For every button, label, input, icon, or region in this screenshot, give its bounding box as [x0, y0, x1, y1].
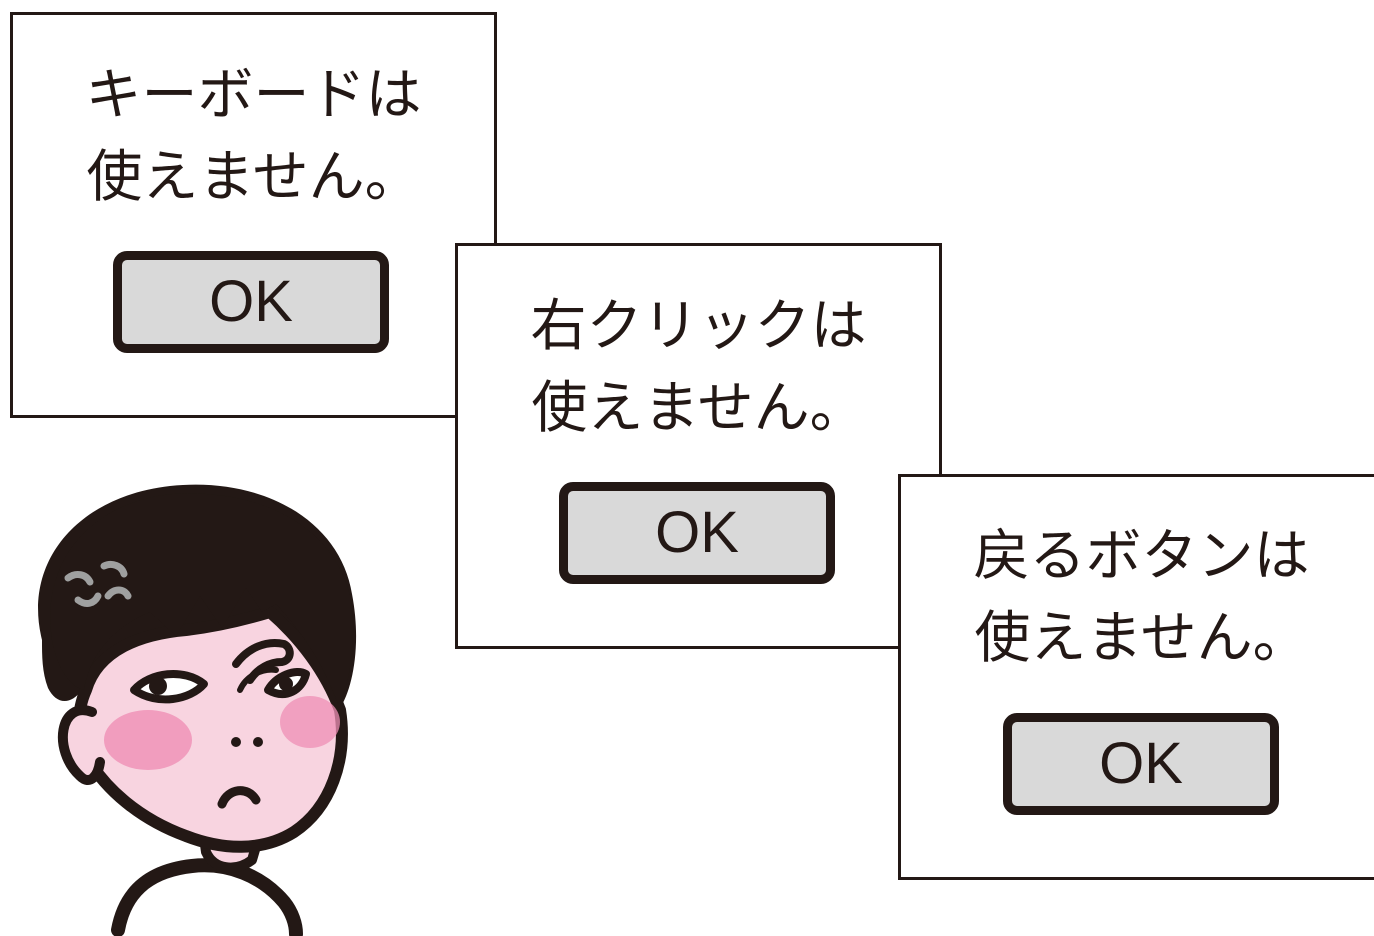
shirt-outline — [111, 858, 303, 936]
ok-button[interactable]: OK — [113, 251, 389, 353]
ear — [57, 705, 105, 785]
brow-wrinkle — [237, 666, 279, 693]
ok-button[interactable]: OK — [559, 482, 835, 584]
eye-left — [130, 670, 208, 704]
hair-fringe — [50, 493, 354, 704]
back-button-disabled-dialog: 戻るボタンは 使えません。 OK — [898, 474, 1374, 880]
dialog-message-line1: 戻るボタンは — [973, 524, 1310, 589]
brow-right — [232, 639, 294, 684]
nose — [231, 737, 241, 747]
mouth — [217, 786, 261, 809]
ok-button[interactable]: OK — [1003, 713, 1279, 815]
dialog-message-line2: 使えません。 — [531, 376, 866, 441]
frustrated-person-illustration — [38, 484, 357, 936]
anger-mark-icon — [64, 560, 132, 607]
blush-left — [104, 710, 192, 770]
dialog-message-line2: 使えません。 — [974, 606, 1309, 671]
dialog-message-line1: キーボードは — [85, 63, 422, 128]
blush-right — [280, 696, 340, 748]
keyboard-disabled-dialog: キーボードは 使えません。 OK — [10, 12, 497, 418]
dialog-message-line1: 右クリックは — [530, 294, 867, 359]
dialog-message-line2: 使えません。 — [86, 145, 421, 210]
right-click-disabled-dialog: 右クリックは 使えません。 OK — [455, 243, 942, 649]
